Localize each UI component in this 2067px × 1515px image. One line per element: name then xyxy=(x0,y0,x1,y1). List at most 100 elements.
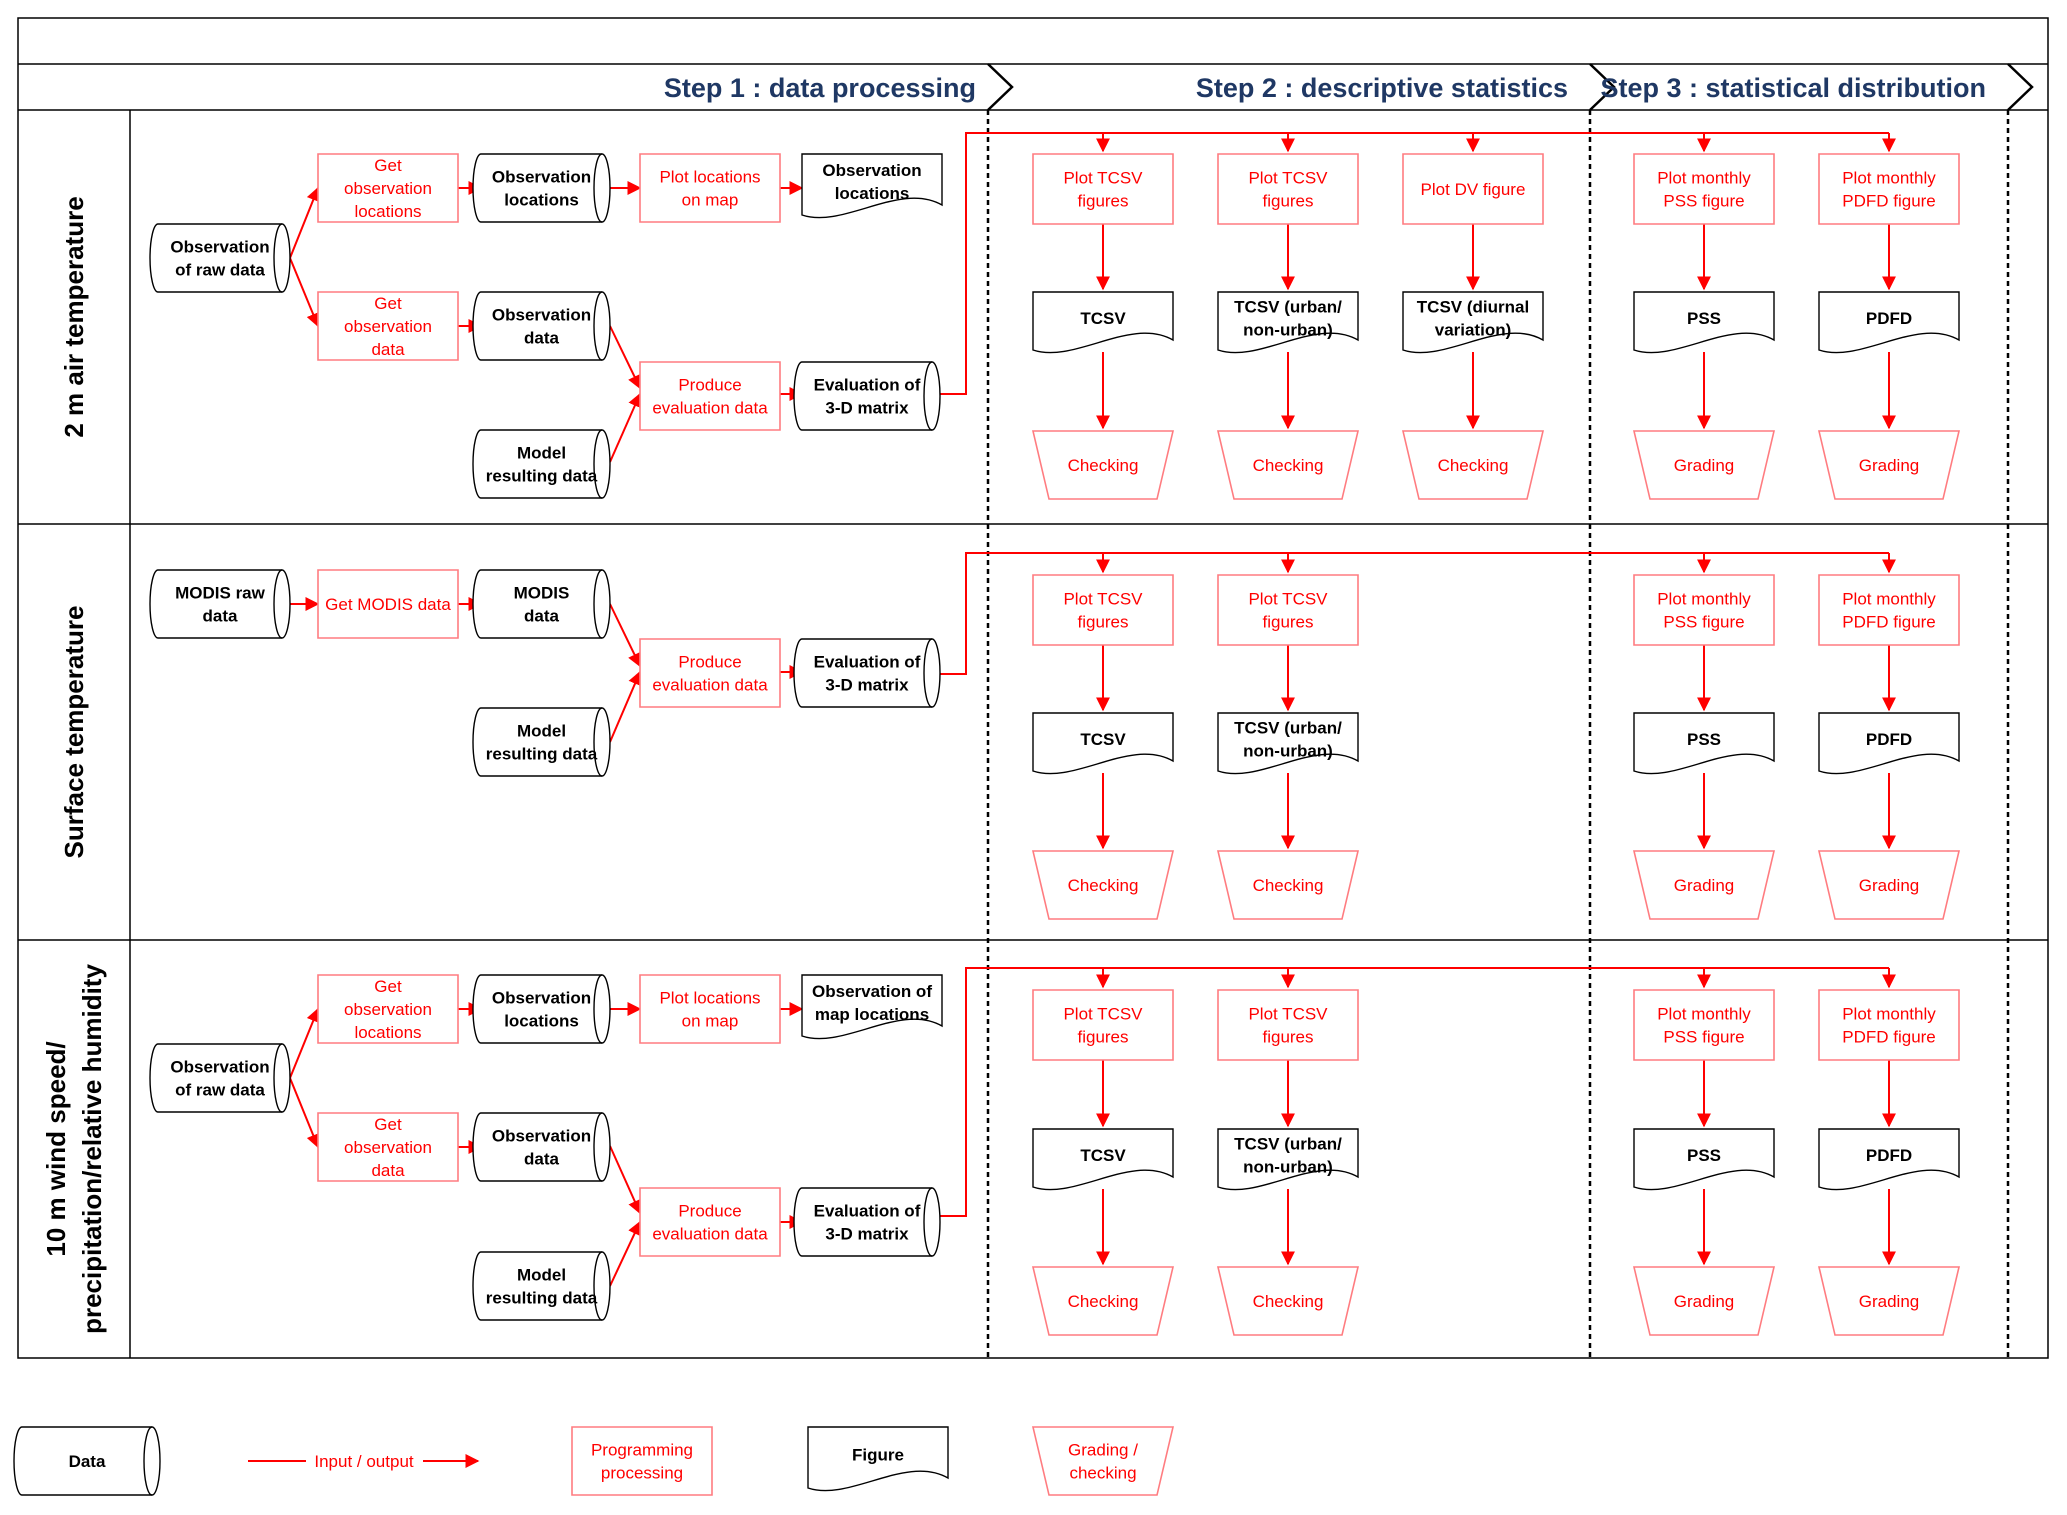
node-label: MODIS raw xyxy=(175,584,266,603)
node-shape xyxy=(639,974,781,1044)
node-label: Model xyxy=(517,444,566,463)
node-label: 3-D matrix xyxy=(825,1225,909,1244)
node-label: Observation xyxy=(822,161,921,180)
node-label: Plot monthly xyxy=(1842,169,1936,188)
node-shape xyxy=(807,1426,949,1492)
node-label: data xyxy=(524,329,560,348)
node-label: Programming xyxy=(591,1441,693,1460)
node-checking: Checking xyxy=(1031,1266,1175,1336)
outer-frame xyxy=(17,17,2049,1359)
node-label: 3-D matrix xyxy=(825,676,909,695)
node-shape xyxy=(1216,430,1360,500)
node-shape xyxy=(1217,1128,1359,1191)
node-shape xyxy=(1633,1128,1775,1191)
node-label: evaluation data xyxy=(652,676,768,695)
node-shape xyxy=(1217,574,1359,646)
node-shape xyxy=(1818,1128,1960,1191)
node-label: PSS xyxy=(1687,730,1721,749)
step-2-title: Step 2 : descriptive statistics xyxy=(1196,73,1568,103)
node-label: Plot monthly xyxy=(1657,1005,1751,1024)
node-label: Observation xyxy=(492,168,591,187)
node-label: Checking xyxy=(1438,456,1509,475)
node-figure-tcsv: TCSV xyxy=(1032,1128,1174,1191)
node-label: Checking xyxy=(1253,1292,1324,1311)
node-shape xyxy=(1217,291,1359,354)
node-label: observation xyxy=(344,1000,432,1019)
node-label: non-urban) xyxy=(1243,321,1333,340)
node-label: Get xyxy=(374,294,402,313)
node-label: Plot DV figure xyxy=(1421,180,1526,199)
legend-grading-checking: Grading /checking xyxy=(1031,1426,1175,1496)
node-label: Plot TCSV xyxy=(1248,169,1328,188)
node-shape-edge xyxy=(143,1426,153,1496)
node-label: observation xyxy=(344,317,432,336)
node-label: non-urban) xyxy=(1243,1158,1333,1177)
node-label: data xyxy=(371,1161,405,1180)
node-label: TCSV (urban/ xyxy=(1234,1135,1342,1154)
node-label: Produce xyxy=(678,1202,741,1221)
node-label: locations xyxy=(835,184,910,203)
node-figure-observation-locations: Observation locations xyxy=(801,153,943,219)
node-shape-edge xyxy=(273,1043,283,1113)
node-label: Model xyxy=(517,722,566,741)
node-shape xyxy=(1032,291,1174,354)
node-label: Plot TCSV xyxy=(1063,590,1143,609)
node-label: Observation xyxy=(492,989,591,1008)
node-label: PDFD figure xyxy=(1842,1028,1936,1047)
node-observation-locations: Observation locations xyxy=(472,153,611,223)
node-label: Checking xyxy=(1068,456,1139,475)
node-shape xyxy=(149,223,291,293)
node-label: Grading xyxy=(1859,1292,1919,1311)
node-shape xyxy=(472,974,611,1044)
node-label: Produce xyxy=(678,653,741,672)
node-figure-tcsv: TCSV xyxy=(1032,291,1174,354)
node-shape-edge xyxy=(593,153,603,223)
node-shape-edge xyxy=(593,707,603,777)
node-shape xyxy=(801,974,943,1040)
node-label: Grading xyxy=(1674,456,1734,475)
node-label: locations xyxy=(504,191,579,210)
node-shape xyxy=(1032,153,1174,225)
lane-title-text: Surface temperature xyxy=(59,606,89,859)
node-label: TCSV (urban/ xyxy=(1234,298,1342,317)
node-label: Checking xyxy=(1253,876,1324,895)
node-shape xyxy=(1818,989,1960,1061)
lane-title-air-temperature: 2 m air temperature xyxy=(59,196,89,437)
node-figure-pdfd: PDFD xyxy=(1818,291,1960,354)
node-label: variation) xyxy=(1435,321,1512,340)
node-shape-edge xyxy=(593,1251,603,1321)
node-figure-pss: PSS xyxy=(1633,1128,1775,1191)
lane-title-wind-precip-humidity: 10 m wind speed/precipitation/relative h… xyxy=(41,964,107,1334)
node-label: Observation of xyxy=(812,982,932,1001)
lane-title-line: 2 m air temperature xyxy=(59,196,89,437)
node-shape xyxy=(1032,574,1174,646)
node-shape xyxy=(317,153,459,223)
step-3-title: Step 3 : statistical distribution xyxy=(1600,73,1986,103)
node-shape xyxy=(1032,712,1174,775)
flow-arrows xyxy=(248,132,1896,1468)
node-label: PSS xyxy=(1687,309,1721,328)
node-checking: Checking xyxy=(1216,850,1360,920)
node-label: locations xyxy=(504,1012,579,1031)
node-label: TCSV (diurnal xyxy=(1417,298,1529,317)
node-evaluation-3d-matrix: Evaluation of3-D matrix xyxy=(793,1187,941,1257)
lane-title-text: 10 m wind speed/precipitation/relative h… xyxy=(41,964,107,1334)
node-shape-edge xyxy=(593,291,603,361)
node-figure-tcsv: TCSV xyxy=(1032,712,1174,775)
node-label: PSS figure xyxy=(1663,192,1744,211)
legend: Data Input / output Programmingprocessin… xyxy=(13,1426,1175,1496)
node-shape xyxy=(639,638,781,708)
node-observation-locations: Observation locations xyxy=(472,974,611,1044)
node-figure-pss: PSS xyxy=(1633,291,1775,354)
